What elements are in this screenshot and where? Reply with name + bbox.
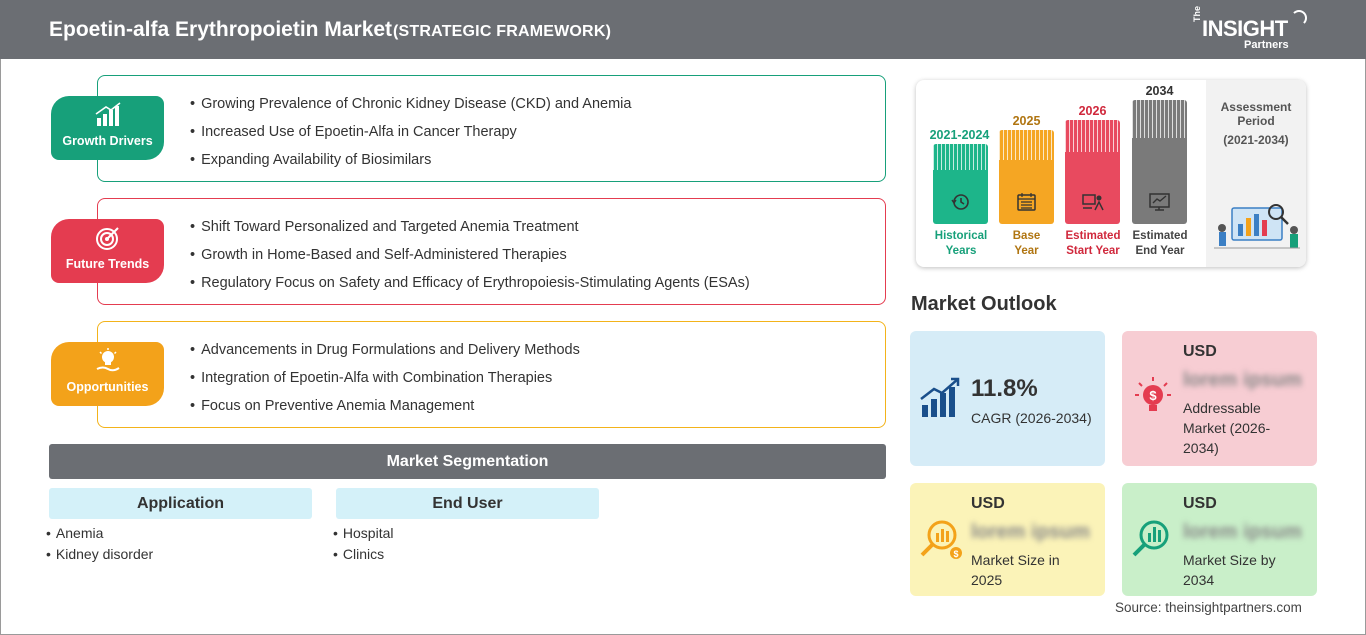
timeline-year: 2021-2024	[929, 128, 990, 142]
target-icon	[95, 227, 119, 250]
label-line: Start Year	[1066, 245, 1120, 257]
logo-sub-text: Partners	[1244, 39, 1289, 51]
label-line: End Year	[1135, 245, 1185, 257]
market-outlook-title: Market Outlook	[911, 293, 1057, 315]
future-trends-box: Shift Toward Personalized and Targeted A…	[97, 198, 886, 305]
application-heading: Application	[49, 488, 312, 519]
bar-chart-growth-icon	[95, 102, 120, 126]
assessment-period: (2021-2034)	[1223, 133, 1289, 147]
label-line: Year	[1014, 245, 1039, 257]
size-2025-label: Market Size in 2025	[971, 550, 1060, 590]
addressable-market-card: $ USD lorem ipsum Addressable Market (20…	[1122, 331, 1317, 466]
timeline-pillar-historical	[933, 144, 988, 224]
analyst-illustration-icon	[1214, 204, 1300, 249]
addressable-usd: USD	[1183, 343, 1217, 360]
monitor-chart-icon	[1149, 193, 1170, 211]
label-line: Historical	[934, 230, 988, 242]
cagr-value: 11.8%	[971, 375, 1038, 402]
future-trends-list: Shift Toward Personalized and Targeted A…	[190, 217, 750, 301]
size-2034-usd: USD	[1183, 495, 1217, 512]
cagr-card: 11.8% CAGR (2026-2034)	[910, 331, 1105, 466]
page-subtitle: (STRATEGIC FRAMEWORK)	[393, 23, 612, 40]
lightbulb-hand-icon	[96, 348, 120, 372]
label-line: Market Size by	[1183, 552, 1276, 568]
svg-text:$: $	[1149, 388, 1157, 403]
market-segmentation-bar: Market Segmentation	[49, 444, 886, 479]
opportunities-badge: Opportunities	[51, 342, 164, 406]
opportunities-box: Advancements in Drug Formulations and De…	[97, 321, 886, 428]
assessment-title: Assessment Period	[1220, 100, 1292, 128]
end-user-list: Hospital Clinics	[333, 523, 394, 565]
list-item: Focus on Preventive Anemia Management	[190, 396, 580, 424]
magnifier-chart-icon	[1132, 520, 1169, 557]
svg-text:$: $	[953, 549, 958, 559]
market-size-2034-card: USD lorem ipsum Market Size by 2034	[1122, 483, 1317, 596]
list-item: Clinics	[333, 544, 394, 565]
size-2034-value: lorem ipsum	[1183, 521, 1302, 543]
logo-arc-icon	[1291, 10, 1307, 26]
label-line: Estimated	[1065, 230, 1121, 242]
growth-drivers-list: Growing Prevalence of Chronic Kidney Dis…	[190, 94, 631, 178]
growth-drivers-label: Growth Drivers	[62, 134, 153, 148]
label-line: Years	[945, 245, 977, 257]
list-item: Shift Toward Personalized and Targeted A…	[190, 217, 750, 245]
timeline-year: 2025	[1012, 114, 1041, 128]
label-line: Market (2026-	[1183, 420, 1271, 436]
cagr-label: CAGR (2026-2034)	[971, 410, 1092, 426]
growth-bars-icon	[920, 377, 960, 417]
label-line: 2034	[1183, 572, 1215, 588]
lightbulb-dollar-icon: $	[1135, 377, 1171, 411]
size-2025-usd: USD	[971, 495, 1005, 512]
application-list: Anemia Kidney disorder	[46, 523, 153, 565]
list-item: Anemia	[46, 523, 153, 544]
list-item: Integration of Epoetin-Alfa with Combina…	[190, 368, 580, 396]
list-item: Advancements in Drug Formulations and De…	[190, 340, 580, 368]
timeline-label: Historical Years	[925, 229, 997, 259]
presentation-icon	[1082, 194, 1104, 211]
end-user-heading: End User	[336, 488, 599, 519]
list-item: Expanding Availability of Biosimilars	[190, 150, 631, 178]
addressable-label: Addressable Market (2026- 2034)	[1183, 398, 1270, 458]
source-text: Source: theinsightpartners.com	[1115, 600, 1302, 615]
timeline-year: 2034	[1145, 84, 1174, 98]
timeline-pillar-end	[1132, 100, 1187, 224]
timeline-pillar-start	[1065, 120, 1120, 224]
growth-drivers-badge: Growth Drivers	[51, 96, 164, 160]
opportunities-label: Opportunities	[66, 380, 149, 394]
list-item: Increased Use of Epoetin-Alfa in Cancer …	[190, 122, 631, 150]
future-trends-badge: Future Trends	[51, 219, 164, 283]
label-line: Addressable	[1183, 400, 1261, 416]
timeline-year: 2026	[1078, 104, 1107, 118]
label-line: Market Size in	[971, 552, 1060, 568]
label-line: 2025	[971, 572, 1003, 588]
size-2025-value: lorem ipsum	[971, 521, 1090, 543]
page-title: Epoetin-alfa Erythropoietin Market	[49, 18, 393, 41]
growth-drivers-box: Growing Prevalence of Chronic Kidney Dis…	[97, 75, 886, 182]
logo-the-text: The	[1192, 5, 1202, 22]
label-line: Base	[1012, 230, 1041, 242]
addressable-value: lorem ipsum	[1183, 369, 1302, 391]
label-line: Estimated	[1132, 230, 1188, 242]
timeline-pillar-base	[999, 130, 1054, 224]
history-icon	[951, 194, 969, 210]
logo-main-text: INSIGHT	[1202, 16, 1288, 41]
insight-partners-logo[interactable]: The INSIGHT Partners	[1192, 6, 1312, 54]
market-size-2025-card: $ USD lorem ipsum Market Size in 2025	[910, 483, 1105, 596]
size-2034-label: Market Size by 2034	[1183, 550, 1276, 590]
list-item: Regulatory Focus on Safety and Efficacy …	[190, 273, 750, 301]
magnifier-dollar-icon: $	[920, 520, 962, 559]
opportunities-list: Advancements in Drug Formulations and De…	[190, 340, 580, 424]
page-header: Epoetin-alfa Erythropoietin Market (STRA…	[0, 0, 1366, 59]
calendar-icon	[1017, 193, 1036, 211]
list-item: Growing Prevalence of Chronic Kidney Dis…	[190, 94, 631, 122]
timeline-label: Base Year	[993, 229, 1060, 259]
timeline-label: Estimated End Year	[1128, 229, 1192, 259]
list-item: Kidney disorder	[46, 544, 153, 565]
future-trends-label: Future Trends	[65, 257, 150, 271]
list-item: Growth in Home-Based and Self-Administer…	[190, 245, 750, 273]
timeline-label: Estimated Start Year	[1061, 229, 1125, 259]
assessment-period-panel: Assessment Period (2021-2034)	[1206, 80, 1306, 267]
label-line: 2034)	[1183, 440, 1219, 456]
list-item: Hospital	[333, 523, 394, 544]
